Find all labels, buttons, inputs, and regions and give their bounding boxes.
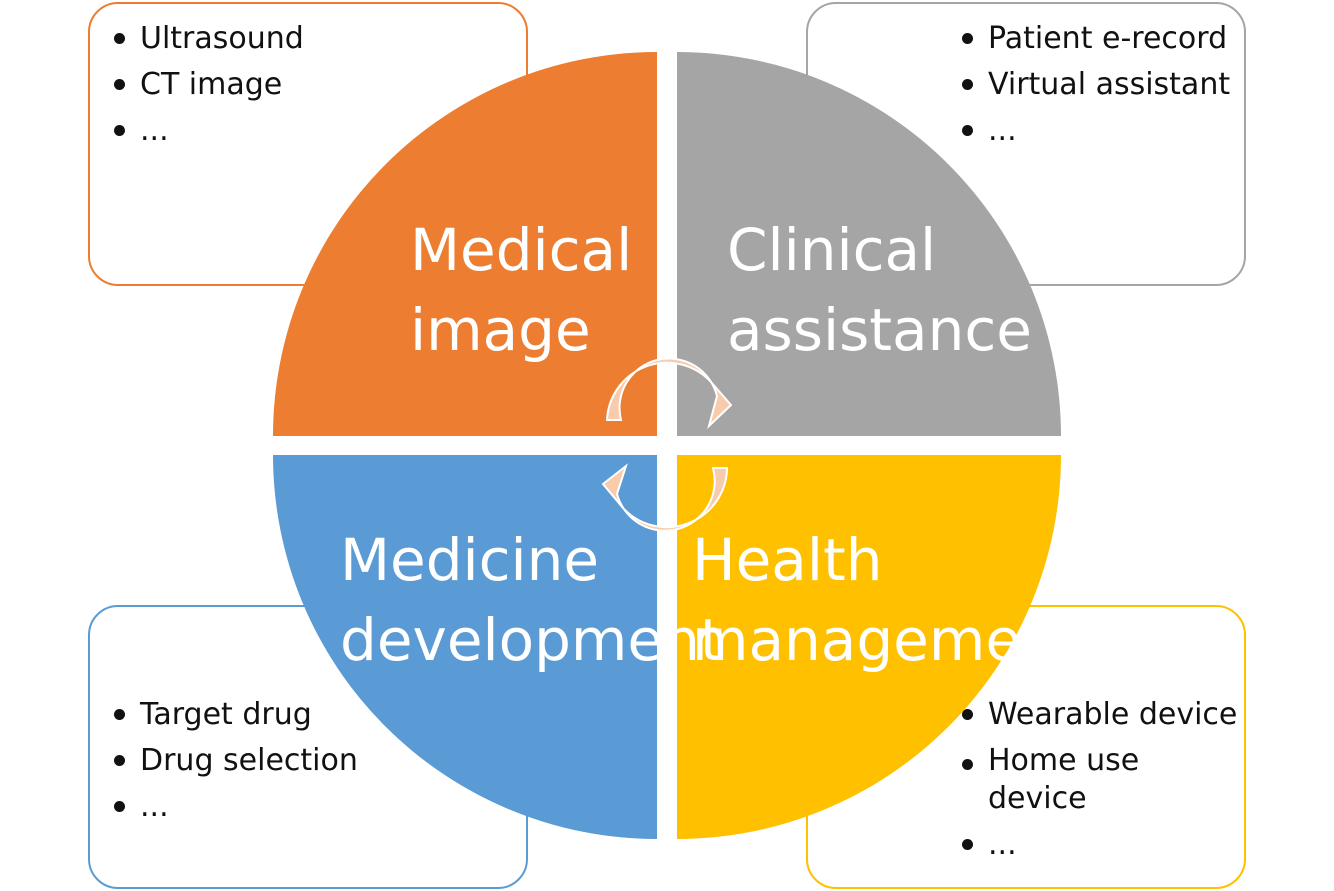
list-item: Ultrasound xyxy=(110,16,304,62)
title-line: Clinical xyxy=(727,216,937,284)
list-item: ... xyxy=(958,822,1244,868)
list-item: ... xyxy=(110,108,304,154)
quadrant-health-management xyxy=(677,455,1061,839)
quadrant-clinical-assistance xyxy=(677,52,1061,436)
title-line: management xyxy=(692,606,1081,674)
list-item: Home use device xyxy=(958,738,1244,822)
clinical-assistance-title: Clinical assistance xyxy=(727,210,1032,370)
cycle-arrow-top-icon xyxy=(605,357,733,430)
title-line: Health xyxy=(692,526,883,594)
list-item: Patient e-record xyxy=(958,16,1230,62)
health-management-title: Health management xyxy=(692,520,1081,680)
list-item: CT image xyxy=(110,62,304,108)
title-line: assistance xyxy=(727,296,1032,364)
list-item: ... xyxy=(110,784,358,830)
list-item: ... xyxy=(958,108,1230,154)
medical-image-list: Ultrasound CT image ... xyxy=(110,16,304,154)
title-line: Medicine xyxy=(340,526,600,594)
medical-image-title: Medical image xyxy=(410,210,632,370)
quadrant-medical-image xyxy=(273,52,657,436)
clinical-assistance-list: Patient e-record Virtual assistant ... xyxy=(958,16,1230,154)
list-item: Virtual assistant xyxy=(958,62,1230,108)
quadrant-medicine-development xyxy=(273,455,657,839)
health-management-list: Wearable device Home use device ... xyxy=(958,692,1244,868)
title-line: Medical xyxy=(410,216,633,284)
medicine-development-title: Medicine development xyxy=(340,520,723,680)
cycle-arrow-bottom-icon xyxy=(601,463,729,532)
medicine-development-list: Target drug Drug selection ... xyxy=(110,692,358,830)
list-item: Wearable device xyxy=(958,692,1244,738)
list-item: Target drug xyxy=(110,692,358,738)
list-item: Drug selection xyxy=(110,738,358,784)
title-line: image xyxy=(410,296,591,364)
title-line: development xyxy=(340,606,723,674)
